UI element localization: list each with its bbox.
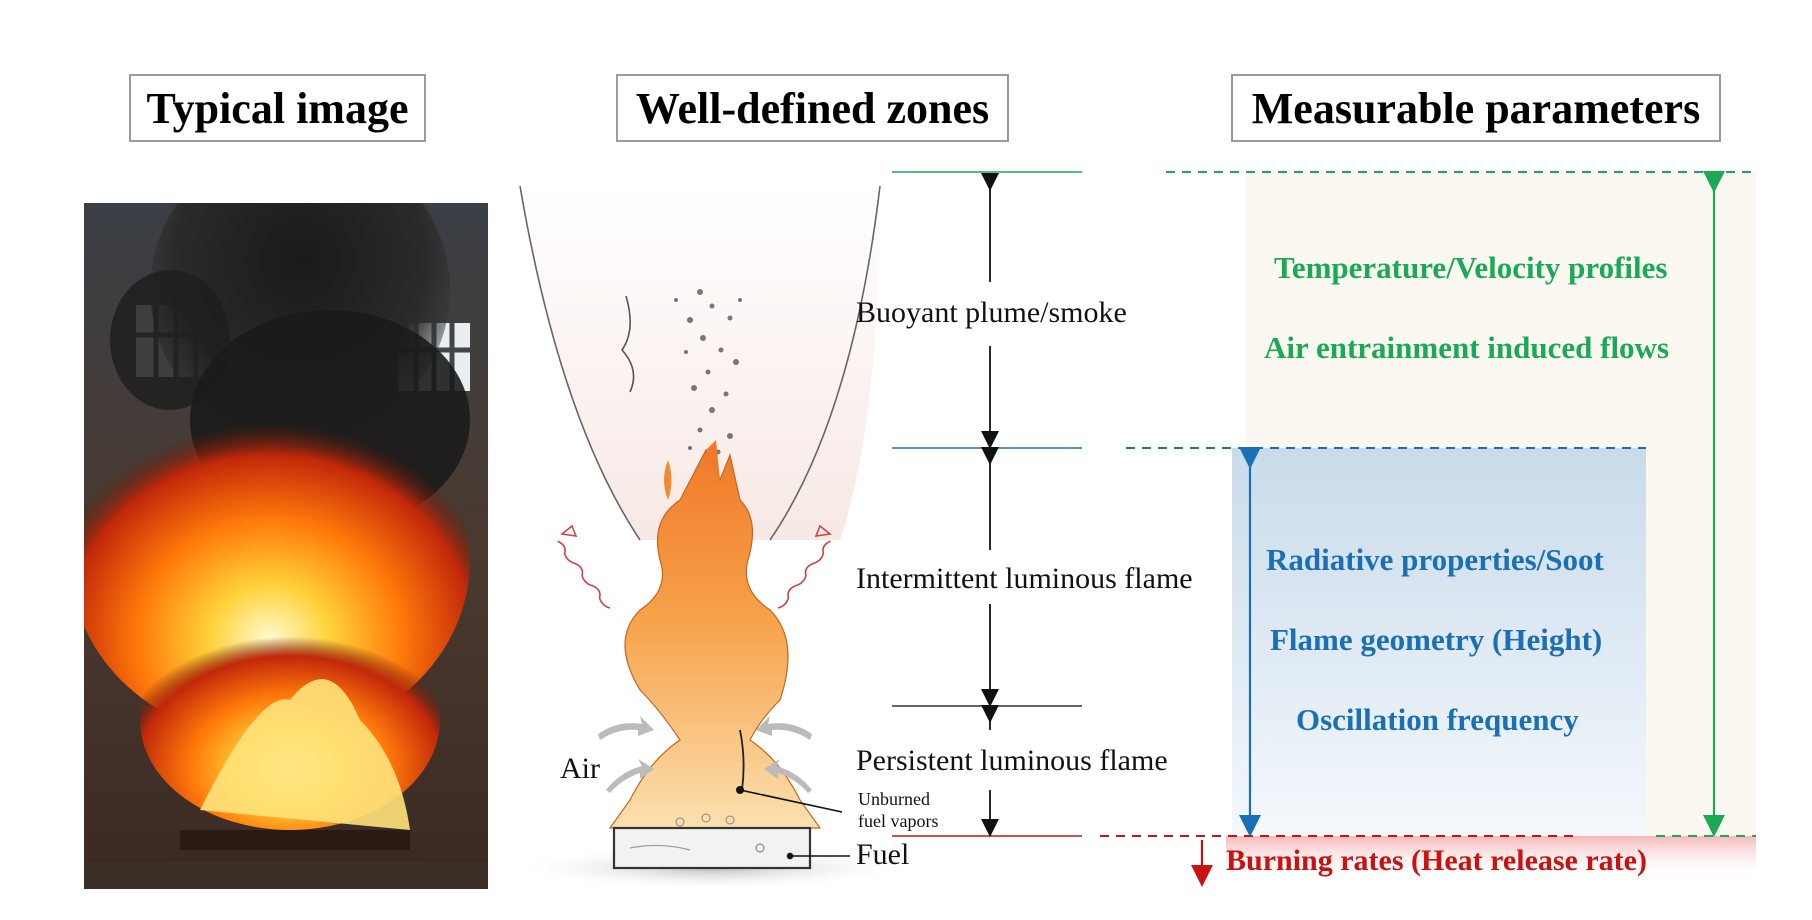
header-typical-image: Typical image	[129, 74, 426, 142]
zone-label-intermittent: Intermittent luminous flame	[856, 562, 1193, 595]
flame-illustration	[512, 185, 912, 890]
air-arrow-icon	[598, 716, 812, 793]
zone-label-plume: Buoyant plume/smoke	[856, 296, 1127, 329]
zone-label-persistent: Persistent luminous flame	[856, 744, 1168, 777]
zone-label-air: Air	[560, 752, 600, 785]
param-burning-rates: Burning rates (Heat release rate)	[1226, 844, 1647, 877]
param-flame-geometry: Flame geometry (Height)	[1270, 622, 1603, 657]
param-temperature-velocity: Temperature/Velocity profiles	[1274, 250, 1668, 285]
header-well-defined-zones: Well-defined zones	[616, 74, 1009, 142]
header-measurable-parameters: Measurable parameters	[1231, 74, 1721, 142]
param-radiative-properties: Radiative properties/Soot	[1266, 542, 1604, 577]
unburned-line-2: fuel vapors	[858, 811, 939, 831]
unburned-line-1: Unburned	[858, 789, 930, 809]
fire-photo	[84, 203, 488, 889]
zone-label-fuel: Fuel	[856, 838, 910, 871]
zone-label-unburned: Unburned fuel vapors	[858, 788, 938, 832]
parameters-panel	[1100, 171, 1756, 887]
zone-boundaries	[892, 171, 1082, 837]
radiation-arrow-icon	[557, 524, 832, 609]
soot-particles	[674, 289, 742, 455]
param-air-entrainment: Air entrainment induced flows	[1264, 330, 1670, 365]
param-oscillation-frequency: Oscillation frequency	[1296, 702, 1579, 737]
